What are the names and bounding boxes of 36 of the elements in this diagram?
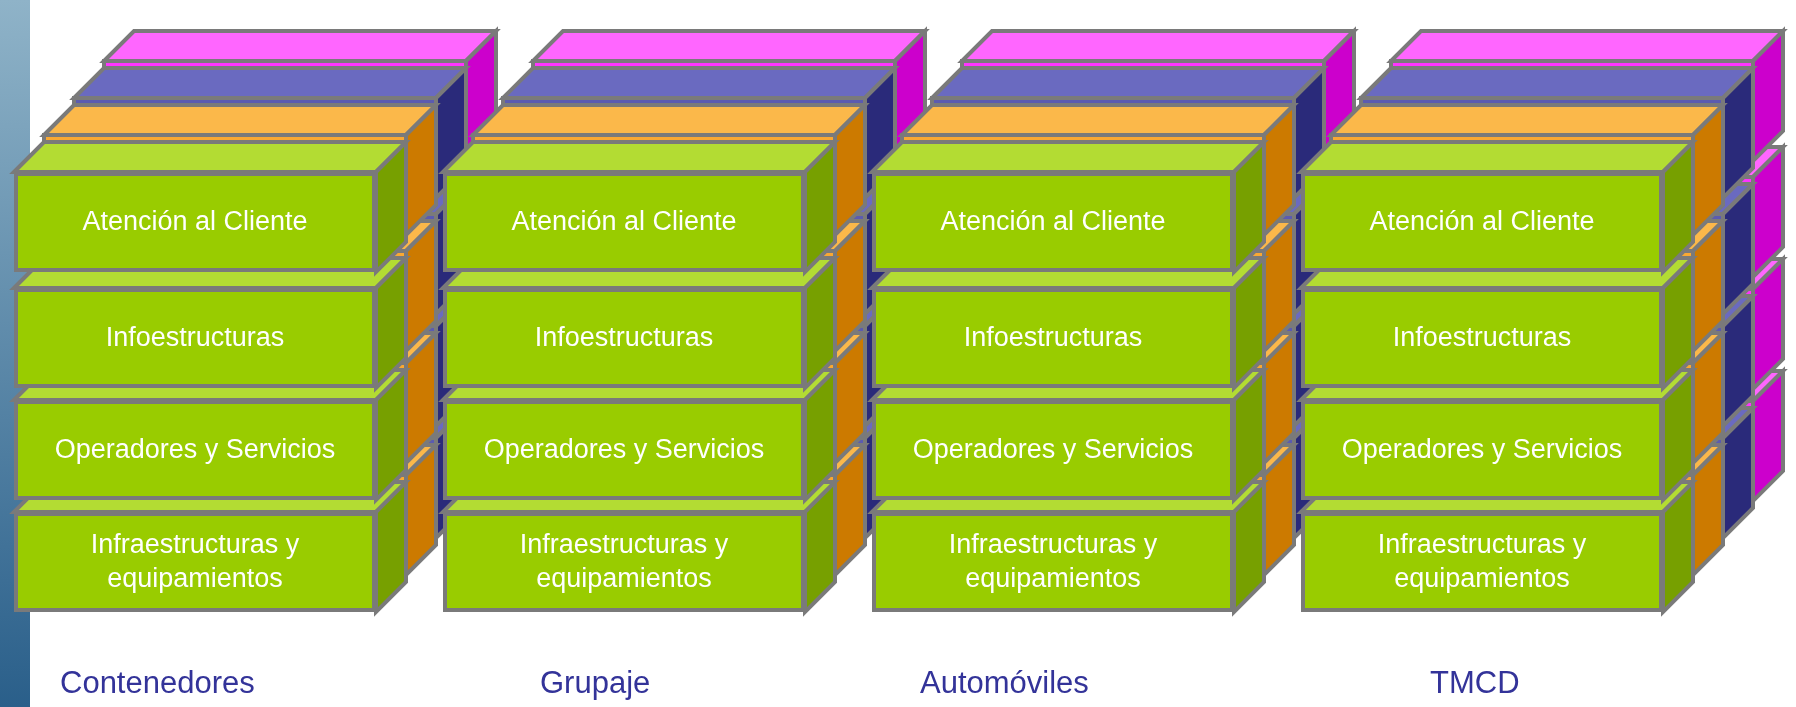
box-label: Atención al Cliente: [82, 205, 308, 239]
box-label: Atención al Cliente: [511, 205, 737, 239]
layer-box: [1301, 288, 1663, 388]
box-label: Infoestructuras: [534, 321, 714, 355]
layer-box: [872, 400, 1234, 500]
layer-box: [872, 512, 1234, 612]
layer-box: [443, 512, 805, 612]
layer-box: [14, 288, 376, 388]
box-label: Operadores y Servicios: [54, 433, 336, 467]
box-label: Infraestructuras y equipamientos: [518, 528, 730, 595]
layer-box: [14, 172, 376, 272]
box-label: Infraestructuras y equipamientos: [1376, 528, 1588, 595]
layer-box: [1301, 172, 1663, 272]
layer-box: [443, 288, 805, 388]
layer-box: [1301, 512, 1663, 612]
box-label: Infraestructuras y equipamientos: [89, 528, 301, 595]
box-label: Operadores y Servicios: [483, 433, 765, 467]
layer-box: [14, 512, 376, 612]
layer-box: [443, 400, 805, 500]
box-label: Operadores y Servicios: [912, 433, 1194, 467]
column-title: Contenedores: [60, 665, 255, 701]
layer-box: [872, 288, 1234, 388]
box-label: Infoestructuras: [1392, 321, 1572, 355]
layer-box: [1301, 400, 1663, 500]
layer-box: [443, 172, 805, 272]
column-title: Grupaje: [540, 665, 651, 701]
box-label: Infoestructuras: [963, 321, 1143, 355]
box-label: Operadores y Servicios: [1341, 433, 1623, 467]
box-label: Infoestructuras: [105, 321, 285, 355]
box-label: Atención al Cliente: [940, 205, 1166, 239]
column-title: Automóviles: [920, 665, 1089, 701]
layer-box: [872, 172, 1234, 272]
layer-box: [14, 400, 376, 500]
box-label: Atención al Cliente: [1369, 205, 1595, 239]
box-label: Infraestructuras y equipamientos: [947, 528, 1159, 595]
column-title: TMCD: [1430, 665, 1520, 701]
